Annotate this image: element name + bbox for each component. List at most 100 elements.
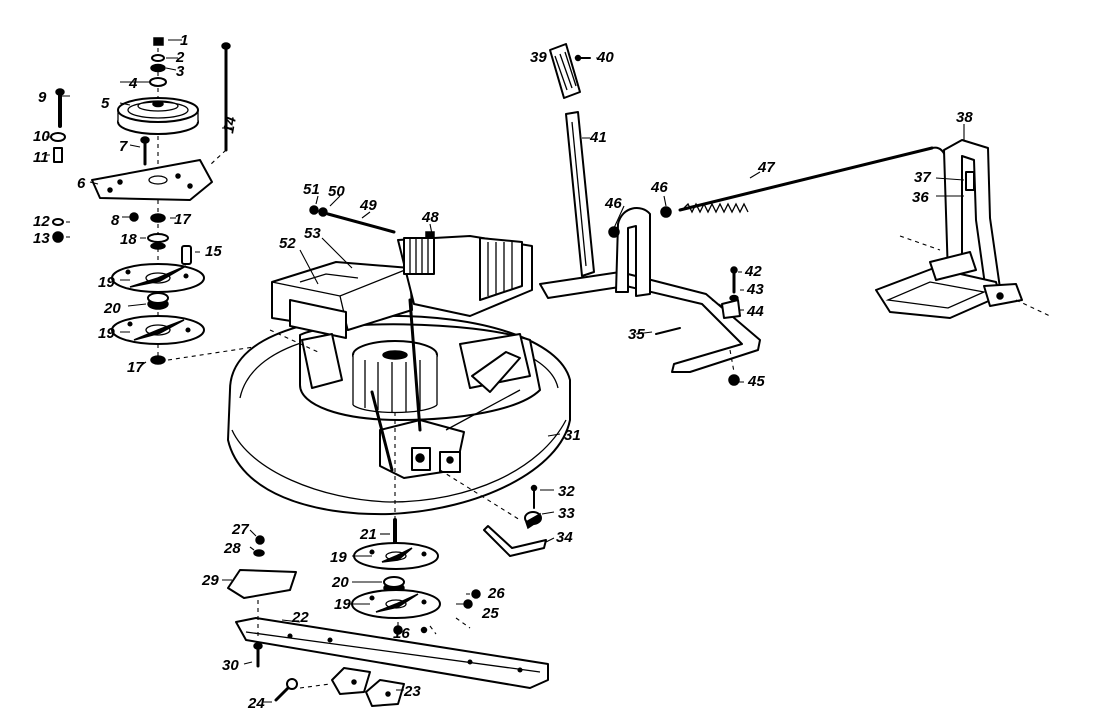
callout-12: 12: [33, 213, 50, 230]
callout-49: 49: [359, 197, 377, 214]
callout-27: 27: [231, 521, 249, 538]
part-screw-27: [255, 535, 265, 545]
part-clips-23: [331, 667, 405, 707]
callout-18: 18: [120, 231, 137, 248]
callout-17-bottom: 17: [127, 359, 144, 376]
part-washer-3: [150, 63, 166, 73]
callout-46-b: 46: [650, 179, 668, 196]
callout-17-top: 17: [174, 211, 191, 228]
callout-38: 38: [956, 109, 973, 126]
part-washer-28: [253, 549, 265, 557]
part-nut-25: [463, 599, 473, 609]
part-bracket-44: [721, 299, 741, 319]
part-nut-13: [52, 231, 64, 243]
part-hub-20-upper: [147, 292, 169, 310]
mower-deck: [227, 195, 571, 540]
part-nut-45: [728, 374, 740, 386]
part-bracket-6: [91, 159, 213, 201]
callout-labels: 1 2 3 4 5 6 7 8 9 10 11 12 13 14 15 16 1…: [33, 32, 973, 712]
callout-35: 35: [628, 326, 645, 343]
callout-53: 53: [304, 225, 321, 242]
deck-front-linkage: [301, 298, 531, 479]
part-rod-34: [483, 525, 547, 557]
part-washer-18: [147, 233, 169, 243]
lower-blade-assembly: [222, 518, 549, 707]
callout-2: 2: [175, 49, 185, 66]
part-washer-2: [151, 54, 165, 62]
part-rod-49: [309, 205, 396, 234]
part-engine-48: [397, 231, 533, 317]
part-box-52-53: [271, 261, 413, 339]
part-washer-10: [50, 132, 66, 142]
part-ring-4: [149, 77, 167, 87]
callout-39: 39: [530, 49, 547, 66]
callout-31: 31: [564, 427, 581, 444]
part-nut-1: [153, 37, 164, 46]
part-bolt-42: [730, 266, 738, 294]
callout-20-b: 20: [331, 574, 349, 591]
callout-19-b: 19: [98, 325, 115, 342]
callout-51: 51: [303, 181, 320, 198]
part-nut-46a: [608, 226, 620, 238]
part-bolt-7: [140, 136, 150, 166]
callout-13: 13: [33, 230, 50, 247]
part-washer-26: [471, 589, 481, 599]
callout-43: 43: [746, 281, 764, 298]
callout-30: 30: [222, 657, 239, 674]
callout-29: 29: [201, 572, 219, 589]
callout-9: 9: [38, 89, 47, 106]
callout-26: 26: [487, 585, 505, 602]
part-disc-19-lower: [111, 315, 205, 345]
part-bolt-14: [209, 42, 231, 166]
part-nut-17: [150, 355, 166, 365]
cylinder-housing: [352, 340, 438, 414]
part-bolt-9: [55, 88, 65, 128]
part-arm-41: [565, 111, 595, 277]
part-nut-51: [309, 205, 319, 215]
part-bracket-29: [227, 569, 297, 599]
part-disc-19-d: [351, 589, 441, 619]
callout-34: 34: [556, 529, 573, 546]
callout-44: 44: [746, 303, 764, 320]
callout-50: 50: [328, 183, 345, 200]
part-disc-19-upper: [111, 263, 205, 293]
callout-19-a: 19: [98, 274, 115, 291]
part-bearing-17: [150, 213, 166, 223]
callout-14: 14: [220, 115, 240, 135]
callout-19-c: 19: [330, 549, 347, 566]
callout-32: 32: [558, 483, 575, 500]
part-blade-22: [235, 617, 549, 689]
callout-1: 1: [180, 32, 188, 49]
callout-19-d: 19: [334, 596, 351, 613]
part-sleeve-15: [181, 245, 192, 265]
callout-15: 15: [205, 243, 222, 260]
part-bolt-24: [274, 678, 298, 702]
callout-8: 8: [111, 212, 120, 229]
callout-7: 7: [119, 138, 128, 155]
part-pin-35: [655, 327, 681, 335]
callout-11: 11: [33, 149, 49, 166]
pedal-linkage: [539, 43, 1051, 386]
part-washer-12: [52, 218, 64, 226]
part-clamp-33: [524, 511, 542, 530]
callout-36: 36: [912, 189, 929, 206]
callout-10: 10: [33, 128, 50, 145]
callout-22: 22: [291, 609, 309, 626]
part-nut-46b: [660, 206, 672, 218]
callout-37: 37: [914, 169, 931, 186]
part-bolt-30: [253, 642, 263, 668]
callout-28: 28: [223, 540, 241, 557]
callout-21: 21: [359, 526, 377, 543]
part-pedal-39: [549, 43, 581, 99]
callout-4: 4: [128, 75, 138, 92]
callout-20-a: 20: [103, 300, 121, 317]
callout-48: 48: [421, 209, 439, 226]
callout-5: 5: [101, 95, 110, 112]
callout-3: 3: [176, 63, 185, 80]
callout-23: 23: [403, 683, 421, 700]
callout-47: 47: [757, 159, 775, 176]
callout-16: 16: [393, 625, 410, 642]
callout-40: 40: [596, 49, 614, 66]
